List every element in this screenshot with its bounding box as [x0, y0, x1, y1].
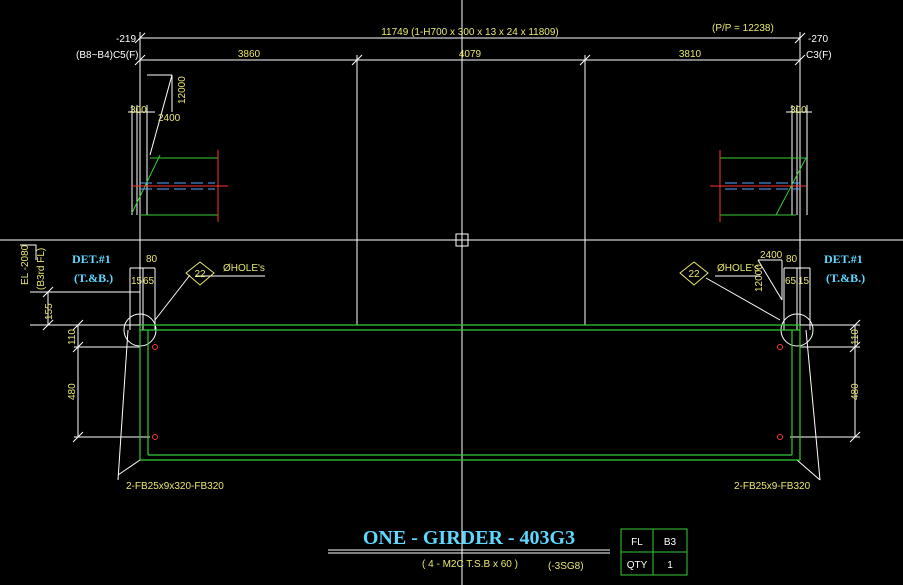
segment-1-text: 3860: [238, 49, 261, 60]
right-column-ref: C3(F): [806, 50, 832, 61]
right-dim-80: 80: [786, 254, 798, 265]
right-slope-detail: [710, 105, 812, 301]
drawing-subtitle: ( 4 - M2C T.S.B x 60 ): [422, 559, 518, 570]
bolt-hole-markers: [152, 344, 783, 440]
right-offset-text: -270: [808, 34, 828, 45]
girder-elevation[interactable]: [139, 324, 801, 461]
left-elevation-ref: (B3rd FL): [36, 248, 47, 290]
right-dim-2400: 2400: [760, 250, 783, 261]
right-dim-480: 480: [850, 383, 861, 400]
table-qty-label: QTY: [627, 560, 648, 571]
left-dim-15: 15: [131, 276, 143, 287]
top-dimensions: [134, 32, 806, 325]
left-column-ref: (B8~B4)C5(F): [76, 50, 139, 61]
left-dim-300: 300: [130, 105, 147, 116]
right-detail-tb: (T.&B.): [826, 271, 865, 285]
right-side-dims: [705, 267, 861, 481]
left-elevation-text: EL -2080: [20, 244, 31, 285]
overall-length-text: 11749 (1-H700 x 300 x 13 x 24 x 11809): [381, 27, 559, 38]
left-dim-80: 80: [146, 254, 158, 265]
right-dim-110: 110: [850, 329, 861, 345]
left-dim-2400: 2400: [158, 113, 181, 124]
right-hole-count: 22: [688, 269, 700, 280]
segment-2-text: 4079: [459, 49, 482, 60]
info-table: [620, 528, 688, 576]
right-dim-300: 300: [790, 105, 807, 116]
left-dim-155: 155: [44, 303, 55, 320]
left-hole-count: 22: [194, 269, 206, 280]
table-fl-label: FL: [631, 537, 643, 548]
left-flat-bar-text: 2-FB25x9x320-FB320: [126, 481, 224, 492]
right-dim-15: 15: [798, 276, 810, 287]
right-dim-65: 65: [785, 276, 797, 287]
left-hole-diamond: [185, 261, 215, 286]
left-dim-480: 480: [67, 383, 78, 400]
table-fl-value: B3: [664, 537, 677, 548]
left-dim-12000: 12000: [177, 76, 188, 104]
right-hole-label: ØHOLE's: [717, 263, 759, 274]
right-flat-bar-text: 2-FB25x9-FB320: [734, 481, 811, 492]
left-slope-detail: [128, 74, 228, 222]
left-offset-text: -219: [116, 34, 136, 45]
left-dim-65: 65: [143, 276, 155, 287]
pp-length-text: (P/P = 12238): [712, 23, 774, 34]
table-qty-value: 1: [667, 560, 673, 571]
right-detail-callout: DET.#1: [824, 252, 863, 266]
left-detail-callout: DET.#1: [72, 252, 111, 266]
left-hole-label: ØHOLE's: [223, 263, 265, 274]
pickbox-icon: [455, 233, 469, 247]
right-hole-diamond: [679, 261, 709, 286]
segment-3-text: 3810: [679, 49, 702, 60]
left-side-dims: [20, 244, 265, 481]
drawing-title: ONE - GIRDER - 403G3: [363, 527, 575, 549]
left-detail-tb: (T.&B.): [74, 271, 113, 285]
left-dim-110: 110: [67, 329, 78, 345]
drawing-code: (-3SG8): [548, 561, 584, 572]
right-dim-12000: 12000: [754, 264, 765, 292]
